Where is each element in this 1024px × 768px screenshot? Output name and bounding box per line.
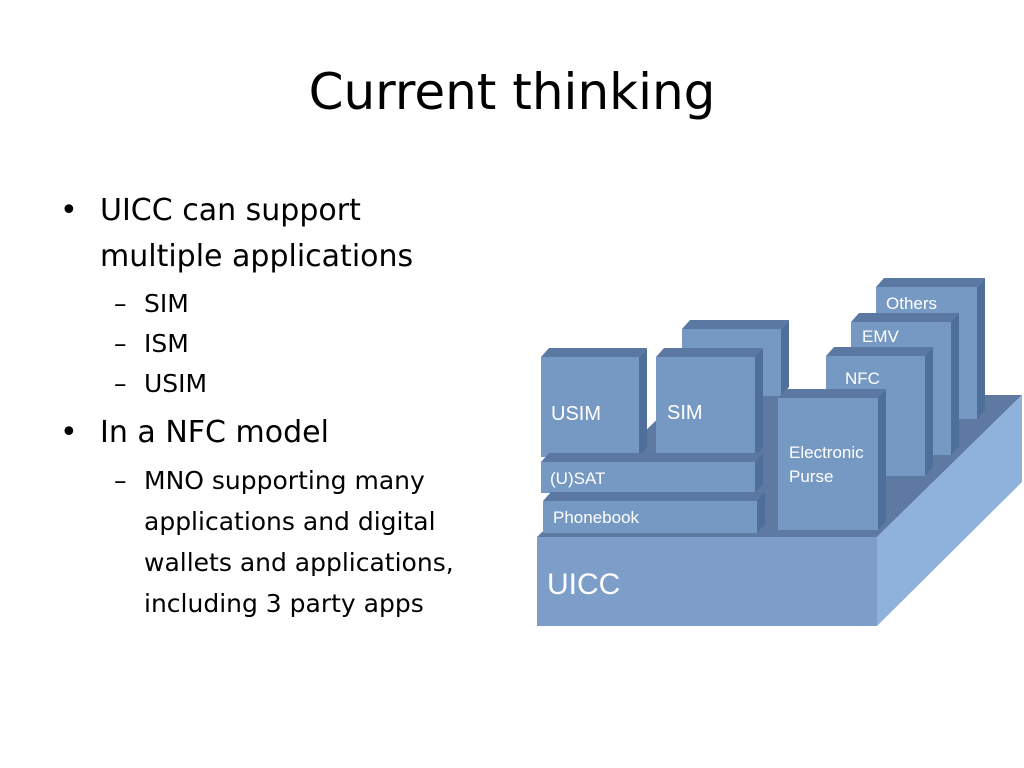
uicc-base-front xyxy=(537,537,877,626)
bullet-dot-icon: • xyxy=(60,415,78,450)
sub-bullet-mno: – MNO supporting many applications and d… xyxy=(58,460,508,624)
block-epurse-label-line2: Purse xyxy=(789,467,833,486)
dash-icon: – xyxy=(114,329,127,358)
sub-bullet-usim-label: USIM xyxy=(144,369,208,398)
block-emv-top xyxy=(851,313,959,322)
block-usim-label: USIM xyxy=(551,403,601,425)
block-epurse-top xyxy=(778,389,886,398)
block-usat-front xyxy=(541,462,755,493)
block-emv-label: EMV xyxy=(862,327,900,346)
block-phonebook-side xyxy=(757,492,765,533)
block-epurse-front xyxy=(778,398,878,530)
block-others-top xyxy=(876,278,985,287)
uicc-base-side xyxy=(877,395,1022,626)
block-nfc-side xyxy=(925,347,933,476)
block-nfc-label: NFC xyxy=(845,369,880,388)
sub-bullet-mno-line2: applications and digital xyxy=(144,507,436,536)
block-back-side xyxy=(781,320,789,396)
slide-title: Current thinking xyxy=(308,63,716,121)
block-others-label: Others xyxy=(886,294,937,313)
block-sim-front xyxy=(656,357,755,457)
bullet-uicc: • UICC can support multiple applications xyxy=(58,188,508,280)
dash-icon: – xyxy=(114,466,127,495)
bullet-list: • UICC can support multiple applications… xyxy=(58,188,508,624)
block-back-top xyxy=(682,320,789,329)
block-usat-top xyxy=(541,453,763,462)
block-usim: USIM xyxy=(541,348,647,457)
block-sim-side xyxy=(755,348,763,457)
uicc-base-label: UICC xyxy=(547,568,620,601)
block-emv-side xyxy=(951,313,959,455)
sub-bullet-sim-label: SIM xyxy=(144,289,189,318)
block-usat: (U)SAT xyxy=(541,453,763,493)
sub-bullet-mno-line4: including 3 party apps xyxy=(144,589,424,618)
bullet-uicc-line1: UICC can support xyxy=(100,193,361,228)
block-sim-label: SIM xyxy=(667,402,703,424)
block-others-side xyxy=(977,278,985,419)
bullet-nfc-model: • In a NFC model xyxy=(58,410,508,456)
block-sim-top xyxy=(656,348,763,357)
sub-bullet-mno-line3: wallets and applications, xyxy=(144,548,454,577)
block-phonebook: Phonebook xyxy=(543,492,765,533)
block-usat-label: (U)SAT xyxy=(550,469,605,488)
sub-bullet-mno-line1: MNO supporting many xyxy=(144,466,425,495)
block-epurse-side xyxy=(878,389,886,530)
sub-bullet-usim: – USIM xyxy=(58,364,508,404)
bullet-uicc-line2: multiple applications xyxy=(100,239,414,274)
block-nfc-top xyxy=(826,347,933,356)
block-phonebook-front xyxy=(543,501,757,533)
sub-bullet-sim: – SIM xyxy=(58,284,508,324)
sub-bullet-ism-label: ISM xyxy=(144,329,189,358)
block-sim: SIM xyxy=(656,348,763,457)
sub-bullet-ism: – ISM xyxy=(58,324,508,364)
block-usim-side xyxy=(639,348,647,457)
dash-icon: – xyxy=(114,289,127,318)
block-usim-top xyxy=(541,348,647,357)
block-phonebook-top xyxy=(543,492,765,501)
block-usat-side xyxy=(755,453,763,493)
bullet-dot-icon: • xyxy=(60,193,78,228)
block-usim-front xyxy=(541,357,639,457)
bullet-nfc-model-text: In a NFC model xyxy=(100,415,329,450)
dash-icon: – xyxy=(114,369,127,398)
block-epurse-label-line1: Electronic xyxy=(789,443,864,462)
block-phonebook-label: Phonebook xyxy=(553,508,640,527)
block-electronic-purse: Electronic Purse xyxy=(778,389,886,530)
